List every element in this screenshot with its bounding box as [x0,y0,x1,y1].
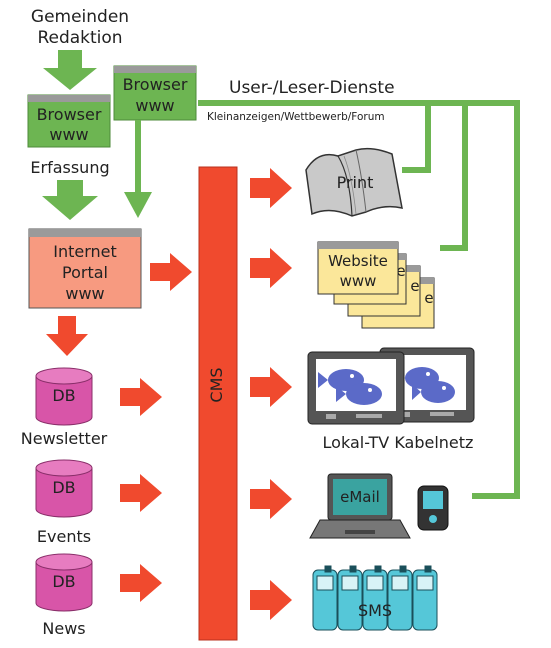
sms-phone-5 [412,565,438,631]
browser-right-www: www [135,96,174,115]
red-arrow-cms-sms [250,580,292,620]
red-arrow-news-cms [120,564,162,602]
sms-phone-3 [362,565,388,631]
db-news: DB [35,553,93,612]
website-label: Website [328,252,388,270]
db-news-caption: News [42,619,85,638]
db-newsletter-caption: Newsletter [21,429,108,448]
red-arrow-portal-cms [150,253,192,291]
service-line-mobile [198,100,520,499]
browser-window-right: Browser www [113,65,197,121]
sms-phone-4 [387,565,413,631]
gemeinden-label: Gemeinden [31,7,129,27]
website-stack-letter-1: e [396,262,405,280]
cms-bar: CMS [198,166,238,641]
red-arrow-cms-website [250,248,292,288]
db-events-caption: Events [37,527,91,546]
green-arrow-gemeinden [43,50,97,90]
user-services-subtitle: Kleinanzeigen/Wettbewerb/Forum [207,111,385,123]
tv-icon-front [307,351,405,425]
mobile-phone-icon [417,485,449,531]
user-services-title: User-/Leser-Dienste [229,78,395,98]
website-stack-letter-3: e [424,289,433,307]
db-events: DB [35,459,93,518]
print-newspaper-icon: Print [305,147,403,217]
tv-caption: Lokal-TV Kabelnetz [323,433,474,452]
db-events-label: DB [52,478,75,497]
website-window-front: Website www [317,241,399,295]
website-www: www [340,272,377,290]
erfassung-label: Erfassung [30,158,109,177]
email-label: eMail [340,488,380,506]
sms-phones-icon [312,565,438,631]
portal-line1: Internet [53,242,117,261]
portal-line2: Portal [62,263,108,282]
sms-phone-1 [312,565,338,631]
internet-portal-box: Internet Portal www [28,228,142,309]
db-newsletter-label: DB [52,386,75,405]
cms-label: CMS [207,367,226,402]
browser-left-title: Browser [37,105,102,124]
sms-label: SMS [358,601,392,620]
db-newsletter: DB [35,367,93,426]
sms-phone-2 [337,565,363,631]
red-arrow-newsletter-cms [120,378,162,416]
red-arrow-events-cms [120,474,162,512]
green-arrow-browser-right [124,120,152,218]
website-stack-icon: e e e Website www [317,241,435,329]
red-arrow-portal-db [46,316,88,356]
laptop-icon: eMail [309,473,411,539]
portal-line3: www [65,284,104,303]
red-arrow-cms-email [250,479,292,519]
user-service-lines [198,100,520,499]
red-arrow-cms-print [250,168,292,208]
browser-left-www: www [49,125,88,144]
green-arrow-erfassung [42,180,98,220]
browser-right-title: Browser [123,75,188,94]
website-stack-letter-2: e [410,277,419,295]
print-label: Print [337,173,374,192]
browser-window-left: Browser www [27,94,111,148]
redaktion-label: Redaktion [37,28,122,48]
db-news-label: DB [52,572,75,591]
red-arrow-cms-tv [250,367,292,407]
